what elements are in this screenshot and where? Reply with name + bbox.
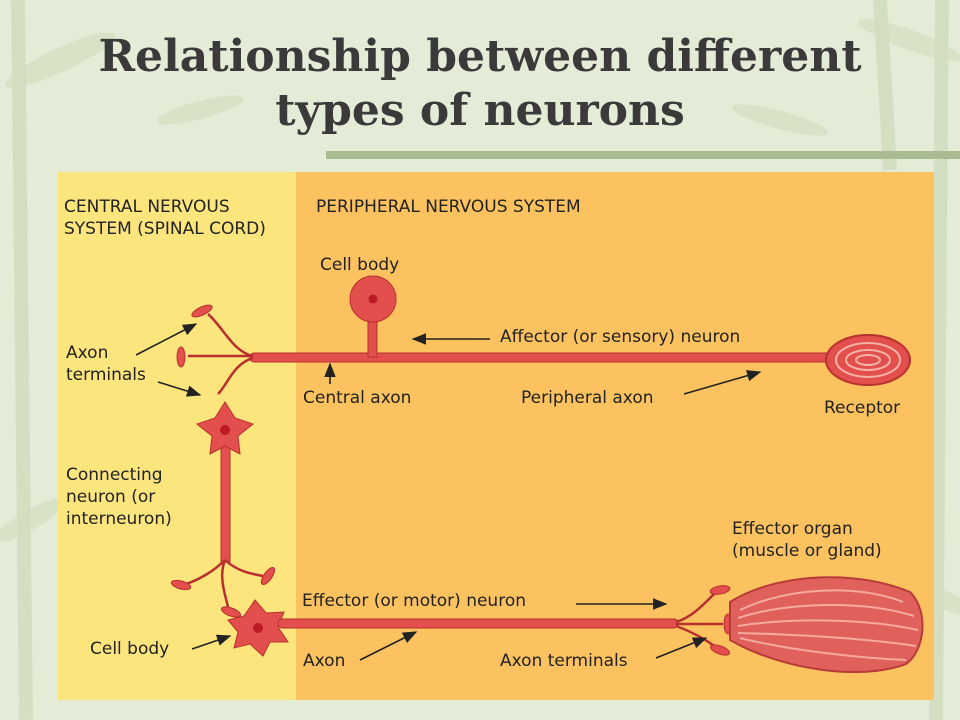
peripheral-axon-label: Peripheral axon xyxy=(521,388,654,408)
effector-organ-line-2: (muscle or gland) xyxy=(732,541,882,561)
sensory-neuron xyxy=(176,275,831,395)
connecting-neuron-line-3: interneuron) xyxy=(66,509,172,529)
effector-organ-line-1: Effector organ xyxy=(732,519,853,539)
interneuron-axon-terminals xyxy=(185,559,264,608)
axon-terminals-left-label: Axon terminals xyxy=(66,342,146,386)
terminal-knob xyxy=(260,566,276,586)
axon-terminals-bottom-label: Axon terminals xyxy=(500,651,628,671)
axon-terminals-left-line-2: terminals xyxy=(66,365,146,385)
sensory-axon-terminals xyxy=(188,313,254,395)
axon-label: Axon xyxy=(303,651,346,671)
central-axon-label: Central axon xyxy=(303,388,412,408)
arrow-axon xyxy=(359,631,418,661)
sensory-nucleus xyxy=(368,294,378,304)
cell-body-bottom-label: Cell body xyxy=(90,639,170,659)
terminal-knob xyxy=(176,346,186,368)
cell-body-top-label: Cell body xyxy=(320,255,400,275)
title-underline xyxy=(326,151,960,159)
sensory-axon xyxy=(249,352,831,363)
annotation-arrows xyxy=(135,323,762,661)
motor-axon xyxy=(277,618,679,629)
effector-organ-label: Effector organ (muscle or gland) xyxy=(732,518,882,562)
receptor-organ xyxy=(825,334,911,386)
interneuron xyxy=(170,401,276,618)
neuron-diagram: CENTRAL NERVOUS SYSTEM (SPINAL CORD) PER… xyxy=(58,172,934,700)
slide-title: Relationship between different types of … xyxy=(40,30,920,138)
arrow-axon-terminals-up xyxy=(135,323,198,356)
title-line-2: types of neurons xyxy=(275,85,685,136)
cns-label-line-2: SYSTEM (SPINAL CORD) xyxy=(64,219,266,239)
terminal-knob xyxy=(191,304,213,318)
terminal-knob xyxy=(709,585,731,595)
pns-label: PERIPHERAL NERVOUS SYSTEM xyxy=(316,197,581,217)
connecting-neuron-label: Connecting neuron (or interneuron) xyxy=(66,464,172,530)
interneuron-nucleus xyxy=(220,425,230,435)
affector-neuron-label: Affector (or sensory) neuron xyxy=(500,327,741,347)
interneuron-axon xyxy=(220,441,231,563)
terminal-knob xyxy=(221,606,241,618)
diagram-artwork xyxy=(58,172,934,700)
cns-label: CENTRAL NERVOUS SYSTEM (SPINAL CORD) xyxy=(64,196,266,240)
cns-label-line-1: CENTRAL NERVOUS xyxy=(64,197,230,217)
arrow-axon-terminals-bottom xyxy=(655,637,708,659)
cell-body-stalk xyxy=(367,316,378,358)
receptor-label: Receptor xyxy=(824,398,901,418)
connecting-neuron-line-2: neuron (or xyxy=(66,487,156,507)
axon-terminals-left-line-1: Axon xyxy=(66,343,109,363)
arrow-cell-body-bottom xyxy=(191,634,232,650)
terminal-knob xyxy=(170,579,192,591)
effector-neuron-label: Effector (or motor) neuron xyxy=(302,591,526,611)
arrow-peripheral-axon xyxy=(683,370,762,395)
motor-nucleus xyxy=(253,623,263,633)
effector-muscle xyxy=(729,576,924,674)
title-line-1: Relationship between different xyxy=(98,31,862,82)
arrow-axon-terminals-down xyxy=(157,381,202,397)
connecting-neuron-line-1: Connecting xyxy=(66,465,163,485)
terminal-knob xyxy=(710,644,730,656)
